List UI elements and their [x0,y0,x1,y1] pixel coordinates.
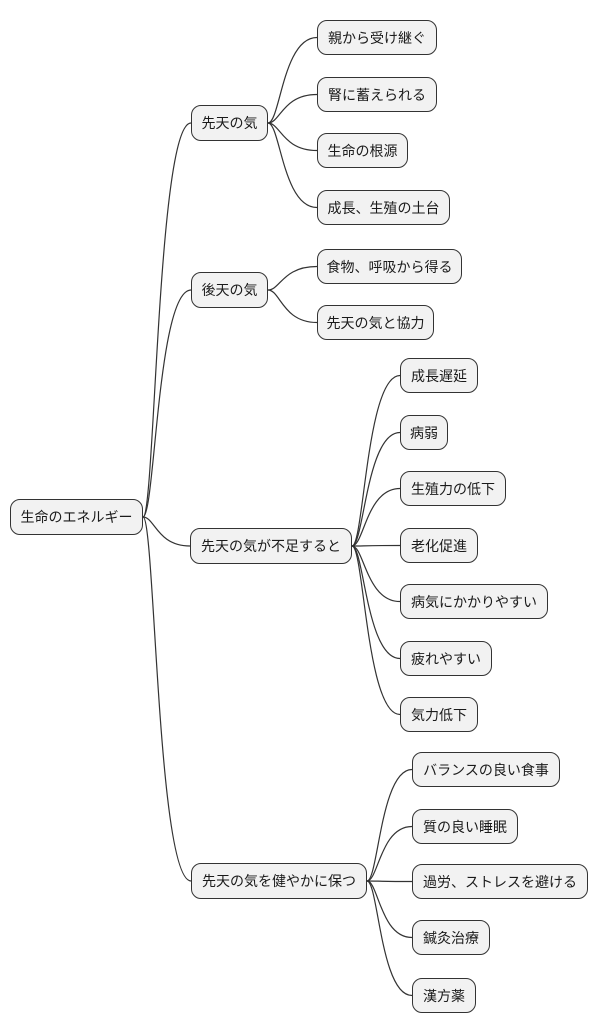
connector-edge [366,880,413,997]
connector-edge [267,122,318,209]
mindmap-leaf-node: 病気にかかりやすい [400,584,548,619]
mindmap-leaf-node: 鍼灸治療 [412,920,490,955]
mindmap-leaf-node: 漢方薬 [412,978,476,1013]
mindmap-branch-node: 先天の気を健やかに保つ [191,863,367,899]
mindmap-leaf-node: 生殖力の低下 [400,471,506,506]
connector-edge [351,545,401,716]
connector-edge [366,880,413,939]
connector-edge [351,431,401,547]
connector-edge [366,768,413,882]
mindmap-leaf-node: 生命の根源 [317,133,408,168]
connector-edge [142,516,192,882]
connector-edge [351,545,401,603]
mindmap-leaf-node: 病弱 [400,415,448,450]
mindmap-leaf-node: 老化促進 [400,528,478,563]
mindmap-leaf-node: バランスの良い食事 [412,752,560,787]
connector-edge [142,289,192,518]
connector-edge [267,265,318,291]
mindmap-leaf-node: 気力低下 [400,697,478,732]
mindmap-leaf-node: 食物、呼吸から得る [317,249,462,284]
connector-edge [267,122,318,152]
mindmap-branch-node: 先天の気が不足すると [190,528,352,564]
mindmap-leaf-node: 疲れやすい [400,641,492,676]
connector-edge [351,545,401,660]
mindmap-leaf-node: 過労、ストレスを避ける [412,864,588,899]
connector-edge [267,36,318,124]
connector-edge [366,880,413,883]
connector-edge [267,289,318,324]
mindmap-leaf-node: 先天の気と協力 [317,305,434,340]
connector-edge [351,487,401,547]
connector-edge [366,825,413,882]
mindmap-leaf-node: 成長遅延 [400,358,478,393]
mindmap-leaf-node: 腎に蓄えられる [317,77,437,112]
connector-edge [351,374,401,547]
connector-edge [351,544,401,547]
mindmap-leaf-node: 成長、生殖の土台 [317,190,450,225]
connector-edge [142,122,192,518]
mindmap-leaf-node: 親から受け継ぐ [317,20,437,55]
connector-edge [267,93,318,124]
connector-edge [142,516,191,547]
mindmap-leaf-node: 質の良い睡眠 [412,809,518,844]
mindmap-branch-node: 先天の気 [191,105,268,141]
mindmap-branch-node: 後天の気 [191,272,268,308]
mindmap-root-node: 生命のエネルギー [10,499,143,535]
